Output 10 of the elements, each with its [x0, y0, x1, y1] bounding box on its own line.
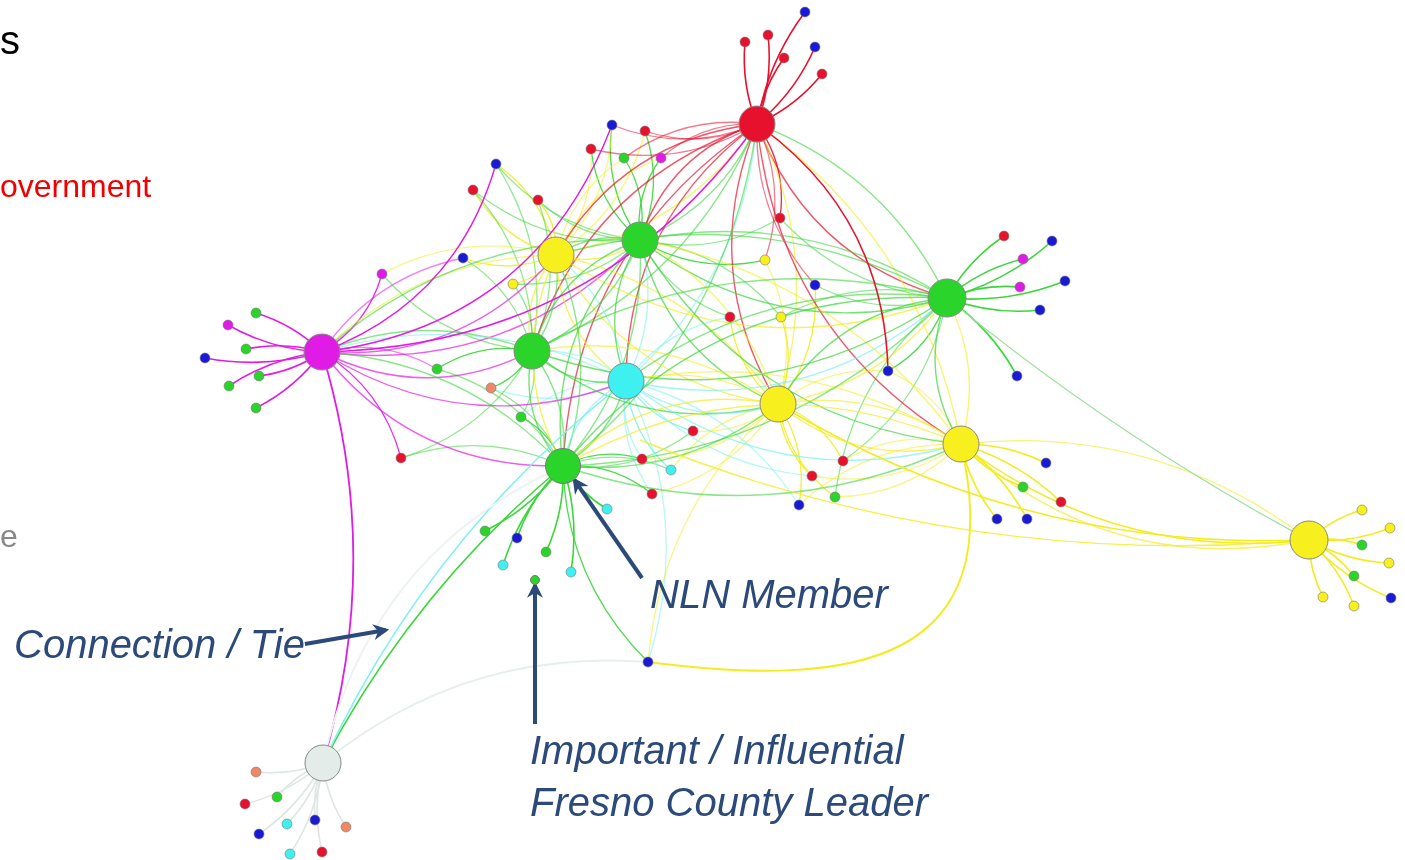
cropped-text: overnment: [0, 168, 152, 205]
annotation-text: Connection / Tie: [14, 621, 305, 668]
cropped-text: s: [0, 18, 20, 63]
network-node: [545, 448, 581, 484]
leader-arrow: [572, 477, 644, 580]
network-node: [530, 575, 540, 585]
annotation-text: NLN Member: [650, 571, 890, 618]
leader-arrow: [304, 624, 390, 646]
annotation-text: Important / Influential Fresno County Leader: [530, 727, 931, 826]
cropped-text: e: [0, 518, 18, 555]
